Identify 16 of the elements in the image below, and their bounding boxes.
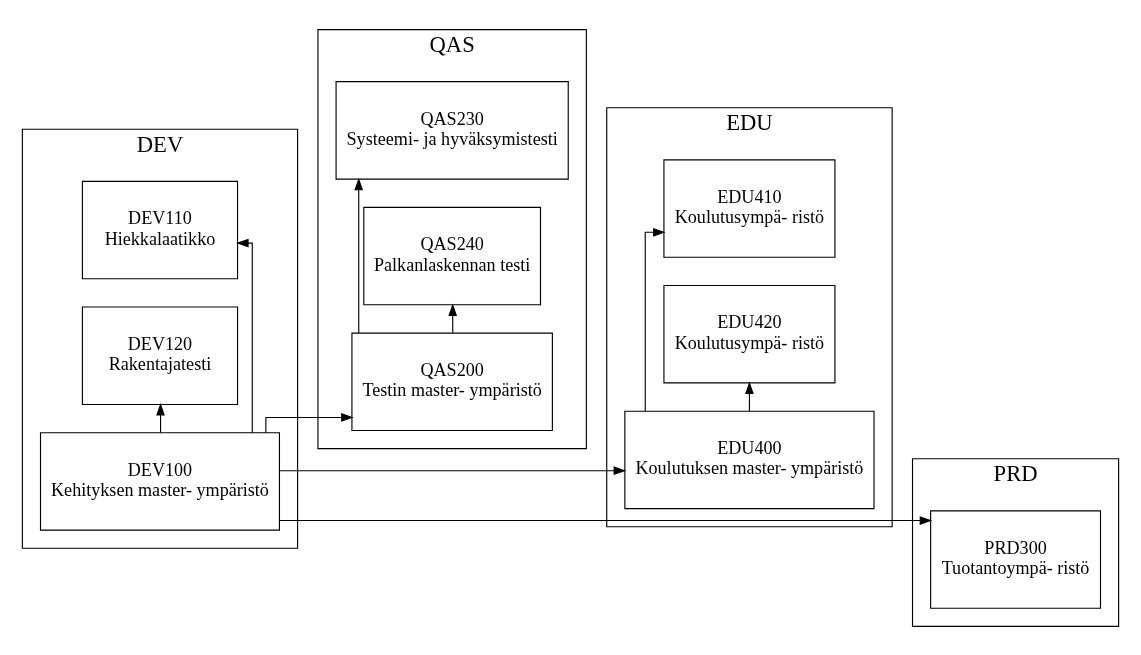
node-box: EDU410 Koulutusympä- ristö xyxy=(663,158,836,258)
node-box: DEV110 Hiekkalaatikko xyxy=(81,180,239,279)
node-box: DEV100 Kehityksen master- ympäristö xyxy=(39,431,280,531)
node-box: EDU420 Koulutusympä- ristö xyxy=(663,284,836,383)
arrow xyxy=(265,412,354,433)
node-box: PRD300 Tuotantoympä- ristö xyxy=(930,509,1102,609)
node-box: DEV120 Rakentajatesti xyxy=(81,306,239,405)
node-box: QAS230 Systeemi- ja hyväksymistesti xyxy=(335,80,569,180)
arrow xyxy=(644,227,666,412)
arrow xyxy=(354,177,364,334)
node-box: QAS240 Palkanlaskennan testi xyxy=(363,206,542,305)
node-box: EDU400 Koulutuksen master- ympäristö xyxy=(624,410,875,509)
arrow xyxy=(279,515,933,525)
node-box: QAS200 Testin master- ympäristö xyxy=(351,332,553,431)
arrow xyxy=(236,238,253,433)
arrow xyxy=(279,465,627,475)
